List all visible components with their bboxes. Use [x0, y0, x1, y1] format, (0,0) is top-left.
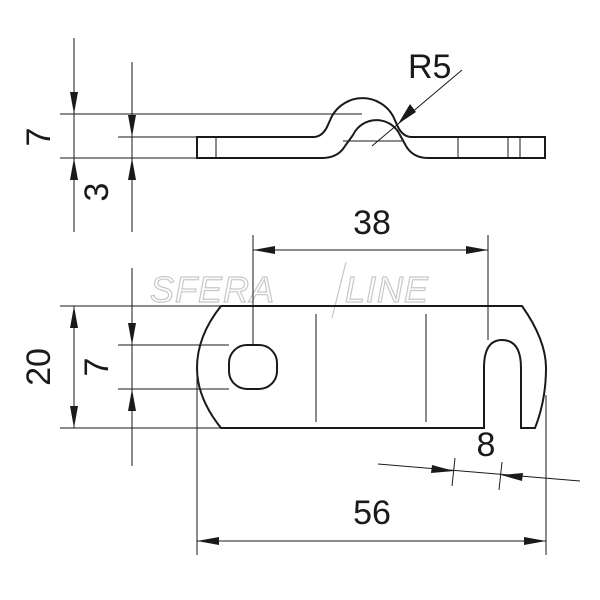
dim-56-arrow-right: [524, 537, 546, 545]
dim-56-arrow-left: [197, 537, 219, 545]
oblong-hole: [228, 344, 278, 390]
watermark: SFERA LINE: [149, 261, 429, 319]
dim-8-line: [377, 463, 581, 482]
dim-plate-height: 20: [20, 348, 58, 386]
dim-slot-width: 8: [477, 426, 496, 464]
dim-3-arrow-top: [128, 115, 136, 137]
dim-8-arrow-right: [501, 473, 523, 481]
dim-3-arrow-bottom: [128, 158, 136, 180]
dim-7-arrow-top: [70, 92, 78, 114]
dim-overall-length: 56: [353, 494, 391, 532]
dim-20-arrow-top: [70, 306, 78, 328]
dim-hole-height: 7: [78, 358, 116, 377]
dim-side-thickness: 3: [78, 183, 116, 202]
dim-38-arrow-right: [466, 246, 488, 254]
side-view: 7 3 R5: [20, 38, 546, 232]
watermark-slash: [331, 261, 347, 319]
dim-20-arrow-bottom: [70, 406, 78, 428]
side-view-outline: [196, 97, 546, 159]
dim-38-arrow-left: [253, 246, 275, 254]
radius-leader: [371, 69, 463, 147]
dim-8-arrow-left: [431, 465, 454, 473]
top-view: 38 20 7 8 56: [20, 204, 581, 555]
dim-side-total-height: 7: [20, 128, 58, 147]
dim-bend-radius: R5: [408, 48, 451, 86]
dim-8-tick-left: [451, 457, 456, 487]
dim-hole-7-arrow-top: [128, 323, 136, 345]
dim-7-arrow-bottom: [70, 158, 78, 180]
radius-arrow: [398, 104, 416, 124]
watermark-right: LINE: [345, 269, 429, 310]
dim-8-tick-right: [498, 461, 503, 491]
top-view-outline: [195, 305, 548, 429]
dim-hole-spacing: 38: [353, 204, 391, 242]
watermark-left: SFERA: [150, 269, 275, 310]
dim-hole-7-arrow-bottom: [128, 389, 136, 411]
